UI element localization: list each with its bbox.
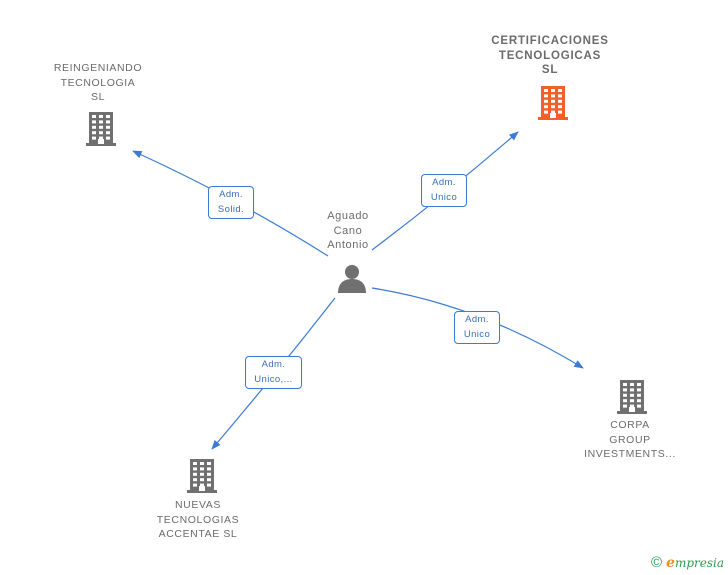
building-icon[interactable]	[185, 457, 219, 498]
building-icon[interactable]	[615, 378, 649, 419]
footer-brand[interactable]: © empresia	[651, 554, 724, 571]
company-label-reingeniando[interactable]: REINGENIANDO TECNOLOGIA SL	[53, 62, 143, 103]
role-badge[interactable]: Adm. Solid.	[208, 186, 254, 219]
person-name[interactable]: Aguado Cano Antonio	[327, 210, 369, 251]
company-label-corpa[interactable]: CORPA GROUP INVESTMENTS...	[584, 419, 676, 460]
building-icon[interactable]	[84, 110, 118, 151]
brand-logo[interactable]: empresia	[666, 554, 724, 571]
copyright-icon: ©	[650, 554, 663, 571]
role-badge[interactable]: Adm. Unico	[421, 174, 467, 207]
building-icon-highlighted[interactable]	[536, 84, 570, 125]
company-label-nuevas[interactable]: NUEVAS TECNOLOGIAS ACCENTAE SL	[156, 499, 240, 540]
role-badge[interactable]: Adm. Unico	[454, 311, 500, 344]
company-label-certificaciones[interactable]: CERTIFICACIONES TECNOLOGICAS SL	[491, 35, 609, 76]
person-icon[interactable]	[336, 262, 368, 294]
role-badge[interactable]: Adm. Unico,...	[245, 356, 302, 389]
